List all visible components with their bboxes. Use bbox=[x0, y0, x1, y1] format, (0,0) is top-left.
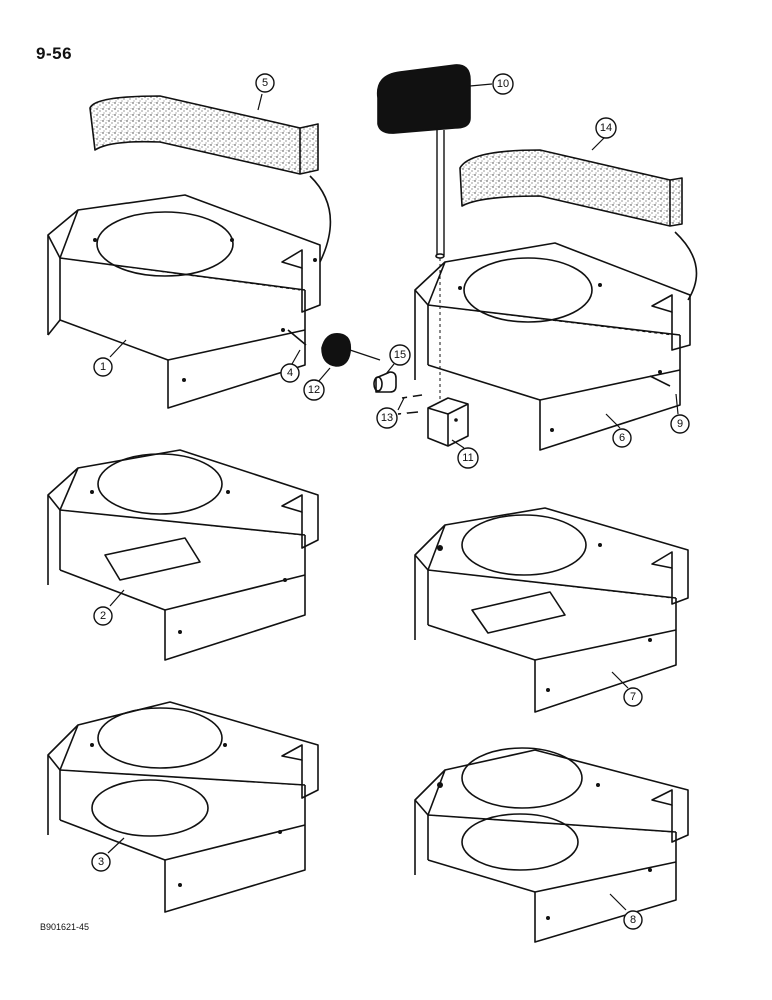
callout-9: 9 bbox=[670, 414, 690, 434]
callout-12: 12 bbox=[303, 379, 325, 401]
foam-pad-5 bbox=[89, 95, 332, 263]
screws-13 bbox=[397, 394, 423, 417]
shield-panel-2 bbox=[47, 449, 319, 661]
callout-13: 13 bbox=[376, 407, 398, 429]
callout-8: 8 bbox=[623, 910, 643, 930]
callout-2: 2 bbox=[93, 606, 113, 626]
bolt-9 bbox=[649, 375, 678, 392]
svg-text:5: 5 bbox=[262, 77, 268, 89]
callout-3: 3 bbox=[91, 852, 111, 872]
svg-text:14: 14 bbox=[600, 122, 612, 134]
knob-12 bbox=[321, 332, 381, 367]
svg-text:2: 2 bbox=[100, 610, 106, 622]
svg-text:10: 10 bbox=[497, 78, 509, 90]
callout-4: 4 bbox=[280, 363, 300, 383]
handle-10 bbox=[376, 64, 471, 400]
svg-text:3: 3 bbox=[98, 856, 104, 868]
svg-text:13: 13 bbox=[381, 412, 393, 424]
page-number: 9-56 bbox=[36, 44, 73, 63]
shield-panel-8 bbox=[414, 747, 689, 943]
callout-14: 14 bbox=[595, 117, 617, 139]
callout-6: 6 bbox=[612, 428, 632, 448]
callout-7: 7 bbox=[623, 687, 643, 707]
shield-panel-6 bbox=[414, 242, 691, 451]
callout-10: 10 bbox=[492, 73, 514, 95]
callout-15: 15 bbox=[389, 344, 411, 366]
bracket-11 bbox=[427, 397, 469, 447]
figure-code: B901621-45 bbox=[40, 922, 90, 932]
svg-text:8: 8 bbox=[630, 914, 636, 926]
callout-5: 5 bbox=[255, 73, 275, 93]
spacer-15 bbox=[373, 371, 397, 393]
leader-lines bbox=[107, 83, 679, 911]
callout-1: 1 bbox=[93, 357, 113, 377]
foam-pad-14 bbox=[459, 149, 698, 301]
svg-text:4: 4 bbox=[287, 367, 293, 379]
svg-text:12: 12 bbox=[308, 384, 320, 396]
svg-text:9: 9 bbox=[677, 418, 683, 430]
shield-panel-7 bbox=[414, 507, 689, 713]
svg-text:7: 7 bbox=[630, 691, 636, 703]
svg-text:6: 6 bbox=[619, 432, 625, 444]
svg-text:1: 1 bbox=[100, 361, 106, 373]
svg-text:11: 11 bbox=[462, 452, 473, 464]
callout-11: 11 bbox=[457, 447, 479, 469]
shield-panel-3 bbox=[47, 701, 319, 913]
svg-text:15: 15 bbox=[394, 349, 406, 361]
shield-panel-1 bbox=[47, 194, 321, 409]
bolt-4 bbox=[287, 329, 314, 351]
